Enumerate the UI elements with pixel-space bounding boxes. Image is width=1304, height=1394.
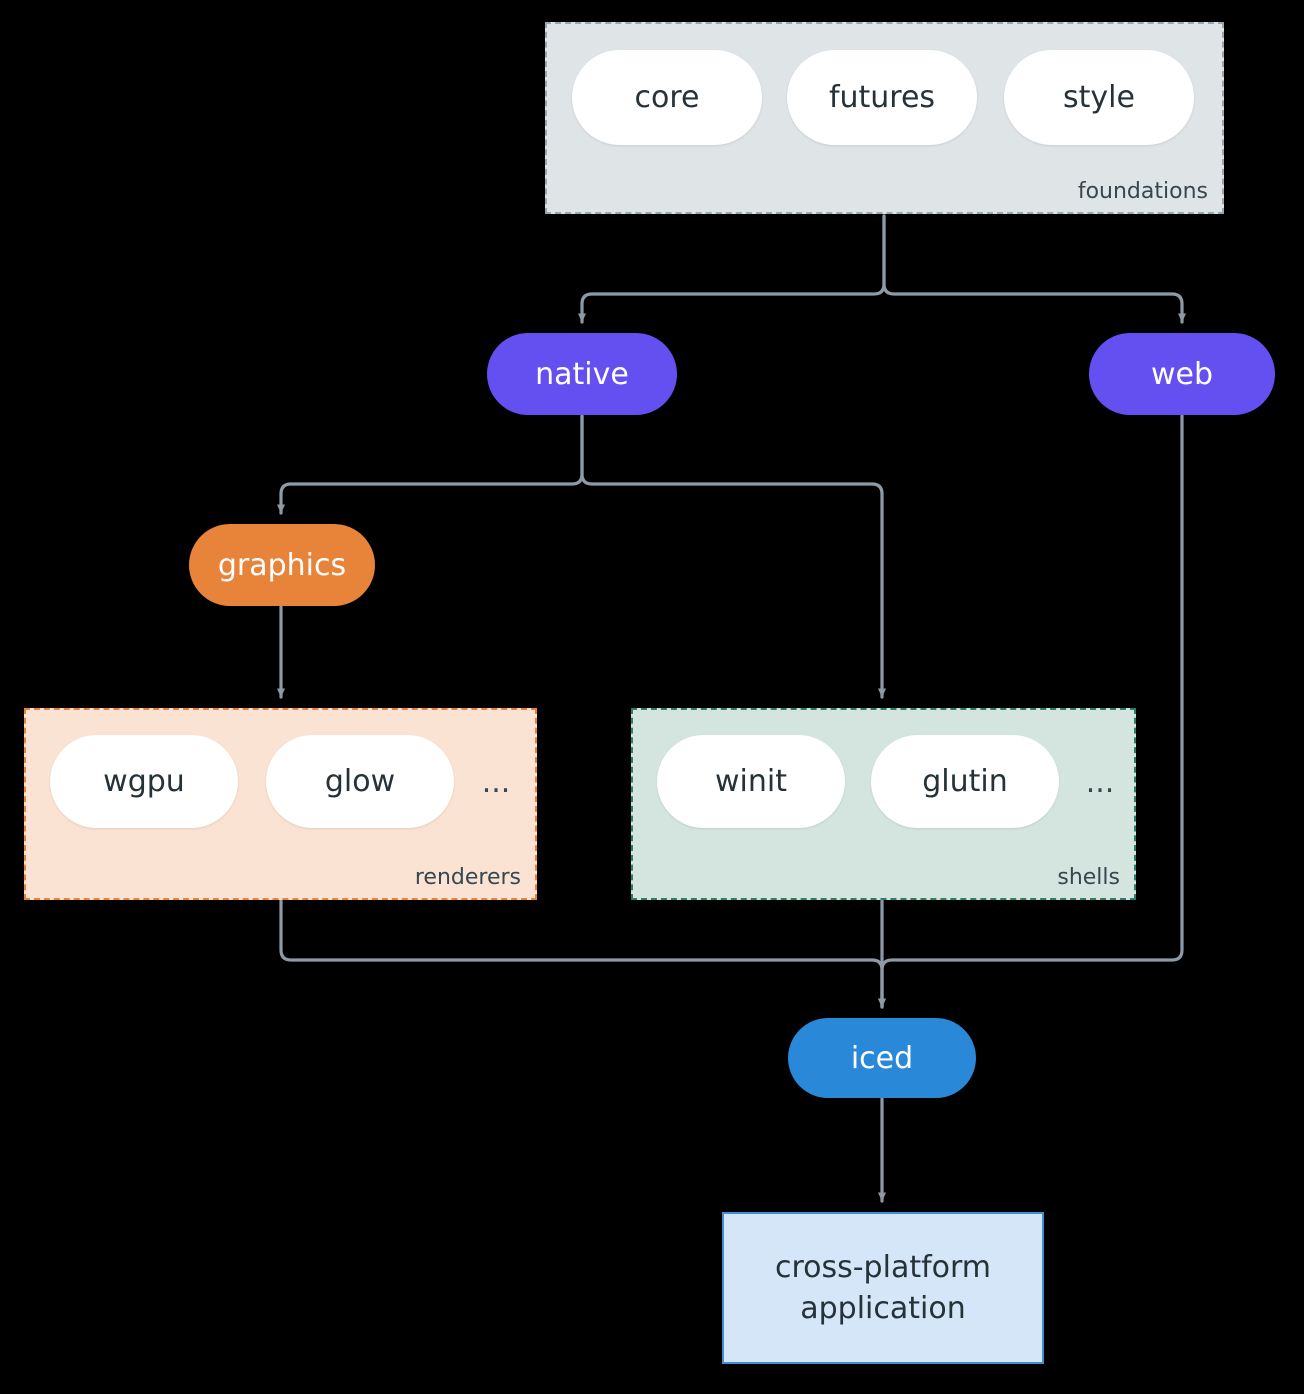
node-futures[interactable]: futures <box>787 50 977 145</box>
node-glutin-label: glutin <box>922 764 1008 799</box>
node-glutin[interactable]: glutin <box>871 735 1059 828</box>
node-iced[interactable]: iced <box>788 1018 976 1098</box>
cluster-label-renderers: renderers <box>414 865 521 890</box>
node-core-label: core <box>634 80 700 115</box>
renderers-ellipsis: ... <box>466 755 526 809</box>
node-cross-platform-application[interactable]: cross-platform application <box>722 1212 1044 1364</box>
renderers-ellipsis-label: ... <box>481 764 511 800</box>
node-graphics-label: graphics <box>217 547 347 583</box>
node-winit-label: winit <box>715 764 787 799</box>
edge-native-to-graphics <box>277 414 584 515</box>
node-winit[interactable]: winit <box>657 735 845 828</box>
edge-renderers-to-iced <box>279 899 886 1009</box>
node-native[interactable]: native <box>487 333 677 415</box>
cluster-label-shells: shells <box>1057 865 1120 890</box>
shells-ellipsis: ... <box>1070 755 1130 809</box>
shells-ellipsis-label: ... <box>1085 764 1115 800</box>
node-web[interactable]: web <box>1089 333 1275 415</box>
node-core[interactable]: core <box>572 50 762 145</box>
node-web-label: web <box>1150 356 1214 392</box>
node-iced-label: iced <box>850 1040 914 1076</box>
application-line-1: cross-platform <box>774 1249 992 1285</box>
node-glow[interactable]: glow <box>266 735 454 828</box>
cluster-label-foundations: foundations <box>1077 179 1208 204</box>
node-style-label: style <box>1063 80 1135 115</box>
edge-native-to-shells <box>580 414 886 699</box>
node-futures-label: futures <box>828 80 936 115</box>
node-graphics[interactable]: graphics <box>189 524 375 606</box>
node-glow-label: glow <box>324 764 396 799</box>
edge-foundations-to-native <box>578 214 886 324</box>
edge-foundations-to-web <box>882 214 1186 324</box>
node-style[interactable]: style <box>1004 50 1194 145</box>
node-native-label: native <box>535 356 629 392</box>
node-wgpu-label: wgpu <box>103 764 185 799</box>
application-line-2: application <box>800 1291 966 1326</box>
node-wgpu[interactable]: wgpu <box>50 735 238 828</box>
